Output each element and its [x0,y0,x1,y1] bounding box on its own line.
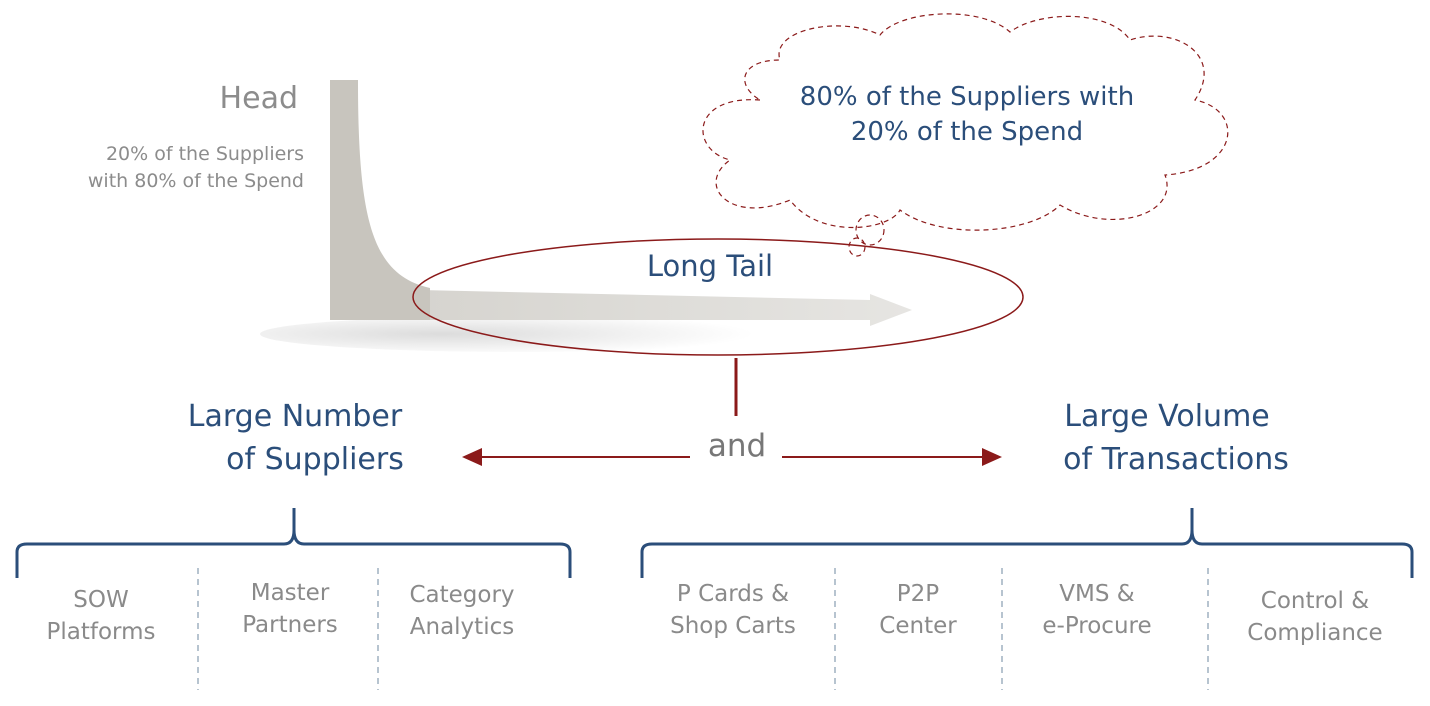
cloud-line2: 20% of the Spend [850,117,1084,147]
left-brace [15,508,572,578]
thought-cloud [702,13,1229,257]
left-arrow [462,448,690,466]
left-group-line2: of Suppliers [226,442,404,477]
item-vms-eprocure: VMS &e-Procure [1042,581,1152,639]
right-arrow [782,448,1002,466]
head-line2: with 80% of the Spend [87,170,304,192]
head-line1: 20% of the Suppliers [105,143,304,165]
right-brace [640,508,1414,578]
right-group-line1: Large Volume [1064,399,1270,434]
tail-arrow [420,290,912,326]
column-dividers [197,568,1209,690]
right-group-line2: of Transactions [1063,442,1289,477]
item-p-cards: P Cards &Shop Carts [670,581,796,639]
shadow [260,316,780,352]
item-control-compliance: Control &Compliance [1247,588,1383,646]
left-group-line1: Large Number [187,399,403,434]
and-label: and [707,428,767,464]
head-curve [330,80,430,320]
cloud-line1: 80% of the Suppliers with [799,82,1135,112]
long-tail-label: Long Tail [646,249,774,283]
long-tail-ellipse [412,238,1024,356]
head-title: Head [219,81,298,116]
